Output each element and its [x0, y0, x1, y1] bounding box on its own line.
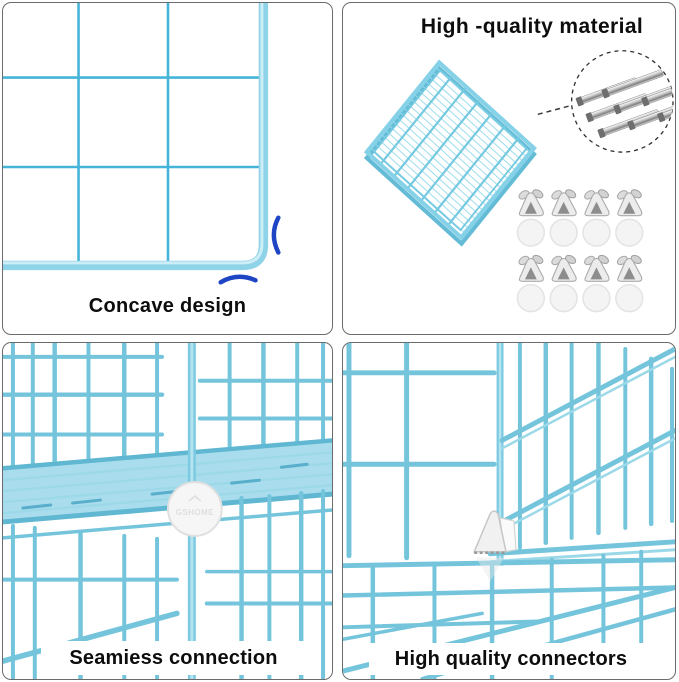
quality-connectors-illustration	[343, 343, 675, 679]
caption-text: High quality connectors	[394, 647, 628, 670]
disc-embossed-logo: GSHOME	[176, 508, 214, 517]
concave-arc-right	[271, 215, 281, 255]
right-wall-wires	[487, 343, 675, 564]
round-connector-disc: GSHOME	[167, 481, 223, 537]
concave-arc-bottom	[218, 274, 258, 285]
panel-material: High -quality material	[342, 2, 676, 335]
lower-cube-wires	[3, 489, 332, 679]
title-high-quality-material: High -quality material	[420, 15, 644, 38]
middle-shelf-surface	[3, 438, 332, 540]
grid-frame-tube	[3, 3, 269, 271]
panel-seamless-connection: GSHOME Seamiess connection	[2, 342, 333, 680]
panel-concave-design: Concave design	[2, 2, 333, 335]
seamless-connection-illustration: GSHOME	[3, 343, 332, 679]
magnifier-circle	[570, 50, 674, 153]
concave-corner-illustration	[3, 3, 281, 285]
clip-connectors-row-2	[516, 253, 644, 282]
panel-quality-connectors: High quality connectors	[342, 342, 676, 680]
caption-concave-design: Concave design	[88, 295, 247, 317]
disc-connectors-row-1	[516, 218, 644, 247]
caption-quality-connectors: High quality connectors	[369, 643, 653, 675]
wedge-clip-connector	[473, 510, 517, 582]
material-illustration	[363, 50, 674, 313]
upper-cube-wires	[3, 343, 332, 475]
tilted-wire-shelf-panel	[363, 59, 537, 247]
caption-text: Seamiess connection	[69, 646, 278, 669]
disc-connectors-row-2	[516, 284, 644, 313]
caption-seamless-connection: Seamiess connection	[41, 641, 306, 675]
concave-highlight-arcs	[218, 215, 281, 285]
grid-thin-wires	[3, 3, 264, 265]
left-wall-grid	[343, 343, 497, 561]
clip-connectors-row-1	[516, 187, 644, 217]
magnifier-leader-line	[537, 104, 572, 116]
